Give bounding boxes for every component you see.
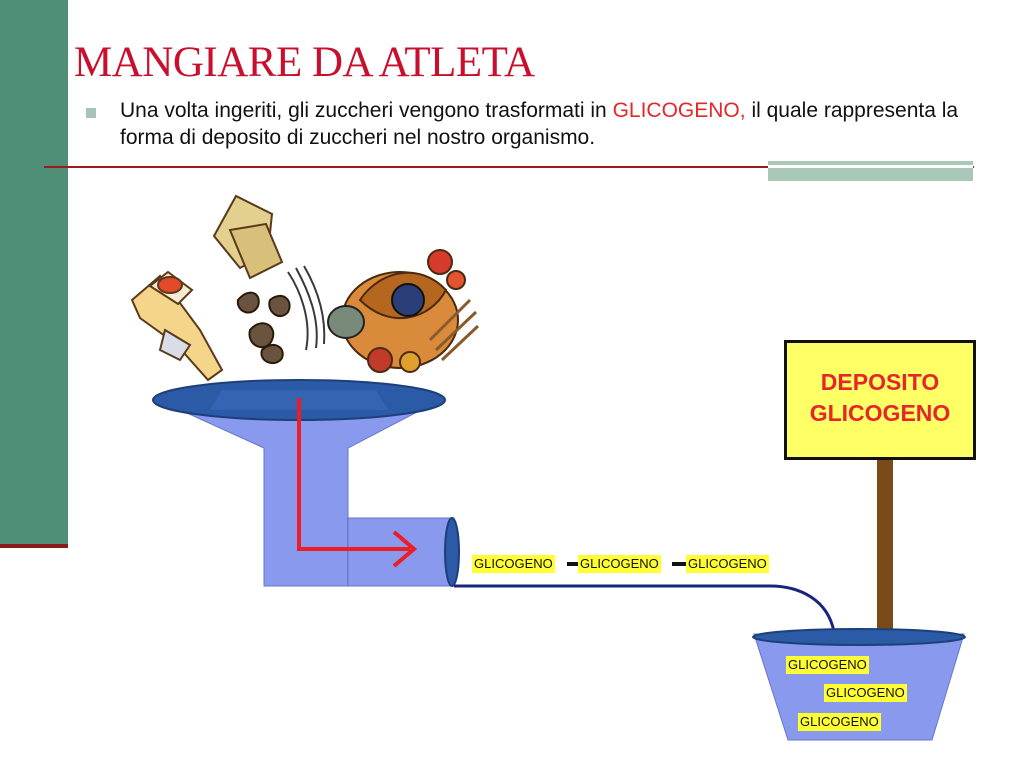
deposit-item-2: GLICOGENO	[824, 684, 907, 702]
bullet-text-after: il quale rappresenta la forma di deposit…	[120, 99, 959, 149]
bullet-text: Una volta ingeriti, gli zuccheri vengono…	[120, 97, 1000, 151]
chain-item-3: GLICOGENO	[686, 555, 769, 573]
flow-arrow	[297, 398, 418, 568]
chain-item-1: GLICOGENO	[472, 555, 555, 573]
bullet-text-before: Una volta ingeriti, gli zuccheri vengono…	[120, 99, 613, 122]
left-accent-rule	[0, 544, 68, 548]
title-divider	[44, 166, 974, 168]
chain-item-2: GLICOGENO	[578, 555, 661, 573]
slide-title: MANGIARE DA ATLETA	[74, 39, 535, 86]
connector-line	[454, 584, 836, 633]
deposit-item-3: GLICOGENO	[798, 713, 881, 731]
funnel-shape	[152, 379, 460, 587]
bullet-highlight: GLICOGENO,	[612, 99, 746, 122]
sign-pole	[877, 460, 893, 636]
chain-bond-2	[672, 562, 686, 566]
sign-line-1: DEPOSITO	[820, 369, 940, 395]
deposit-sign: DEPOSITO GLICOGENO	[784, 340, 976, 460]
sign-line-2: GLICOGENO	[809, 400, 951, 426]
bullet-square-icon	[86, 108, 96, 118]
chain-bond-1	[567, 562, 579, 566]
deposit-item-1: GLICOGENO	[786, 656, 869, 674]
left-accent-bar	[0, 0, 68, 548]
food-pile-illustration	[130, 194, 480, 382]
title-divider-accent	[768, 158, 973, 184]
